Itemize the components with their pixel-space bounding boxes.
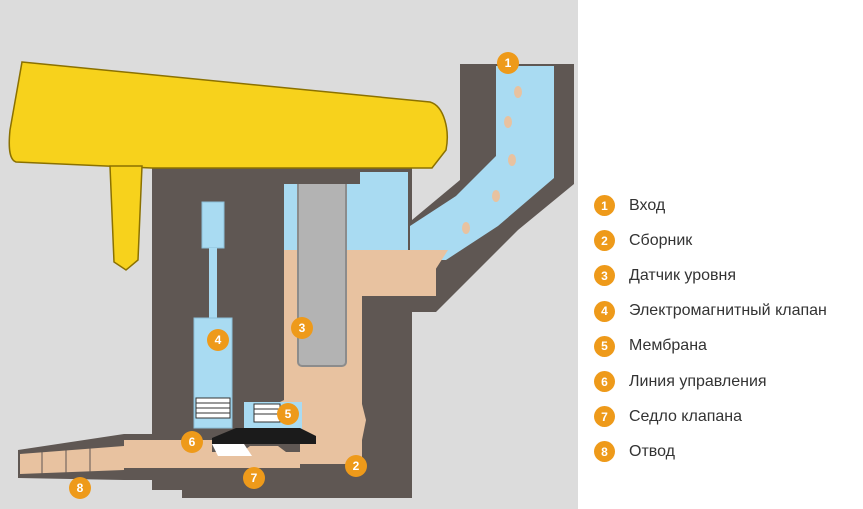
collector-side [410, 250, 448, 290]
outlet-nozzle [20, 446, 124, 474]
legend-item-collector: 2 Сборник [594, 223, 859, 258]
legend-label: Мембрана [629, 337, 707, 355]
legend-item-valve-seat: 7 Седло клапана [594, 399, 859, 434]
legend-item-outlet: 8 Отвод [594, 434, 859, 469]
membrane-disc [212, 428, 316, 444]
legend-label: Датчик уровня [629, 266, 737, 284]
legend-item-inlet: 1 Вход [594, 188, 859, 223]
legend-badge: 7 [594, 406, 615, 428]
svg-text:4: 4 [215, 333, 222, 347]
legend-badge: 6 [594, 371, 615, 393]
legend-item-membrane: 5 Мембрана [594, 329, 859, 364]
legend-badge: 3 [594, 265, 615, 287]
legend-badge: 4 [594, 300, 615, 322]
membrane-spring [253, 403, 281, 423]
drain-valve-cross-section: 1 2 3 4 5 6 7 8 [8, 52, 574, 499]
legend-label: Седло клапана [629, 407, 743, 425]
callout-membrane: 5 [277, 403, 299, 425]
legend-item-solenoid-valve: 4 Электромагнитный клапан [594, 294, 859, 329]
solenoid-coil [201, 201, 225, 249]
callout-solenoid-valve: 4 [207, 329, 229, 351]
inlet-water [410, 66, 554, 260]
legend-item-control-line: 6 Линия управления [594, 364, 859, 399]
legend-badge: 5 [594, 335, 615, 357]
cover-clip [109, 165, 143, 271]
legend-label: Вход [629, 196, 666, 214]
callout-collector: 2 [345, 455, 367, 477]
svg-text:8: 8 [77, 481, 84, 495]
drain-channel [124, 440, 300, 468]
legend-badge: 1 [594, 195, 615, 217]
svg-text:1: 1 [505, 56, 512, 70]
legend-label: Электромагнитный клапан [629, 302, 827, 320]
legend-label: Сборник [629, 231, 693, 249]
callout-inlet: 1 [497, 52, 519, 74]
water-droplet [514, 86, 522, 98]
callout-outlet: 8 [69, 477, 91, 499]
svg-text:5: 5 [285, 407, 292, 421]
callout-valve-seat: 7 [243, 467, 265, 489]
control-line-top [156, 190, 284, 198]
legend-badge: 2 [594, 230, 615, 252]
svg-text:2: 2 [353, 459, 360, 473]
cover-lid [8, 61, 448, 169]
legend-badge: 8 [594, 441, 615, 463]
svg-text:6: 6 [189, 435, 196, 449]
solenoid-rod [209, 248, 217, 318]
valve-seat-shape [212, 444, 252, 456]
water-droplet [462, 222, 470, 234]
svg-text:7: 7 [251, 471, 258, 485]
callout-level-sensor: 3 [291, 317, 313, 339]
callout-control-line: 6 [181, 431, 203, 453]
legend-label: Отвод [629, 442, 675, 460]
water-droplet [508, 154, 516, 166]
water-droplet [504, 116, 512, 128]
legend-item-level-sensor: 3 Датчик уровня [594, 258, 859, 293]
svg-text:3: 3 [299, 321, 306, 335]
legend-label: Линия управления [629, 372, 767, 390]
water-droplet [492, 190, 500, 202]
legend: 1 Вход 2 Сборник 3 Датчик уровня 4 Элект… [594, 188, 859, 470]
